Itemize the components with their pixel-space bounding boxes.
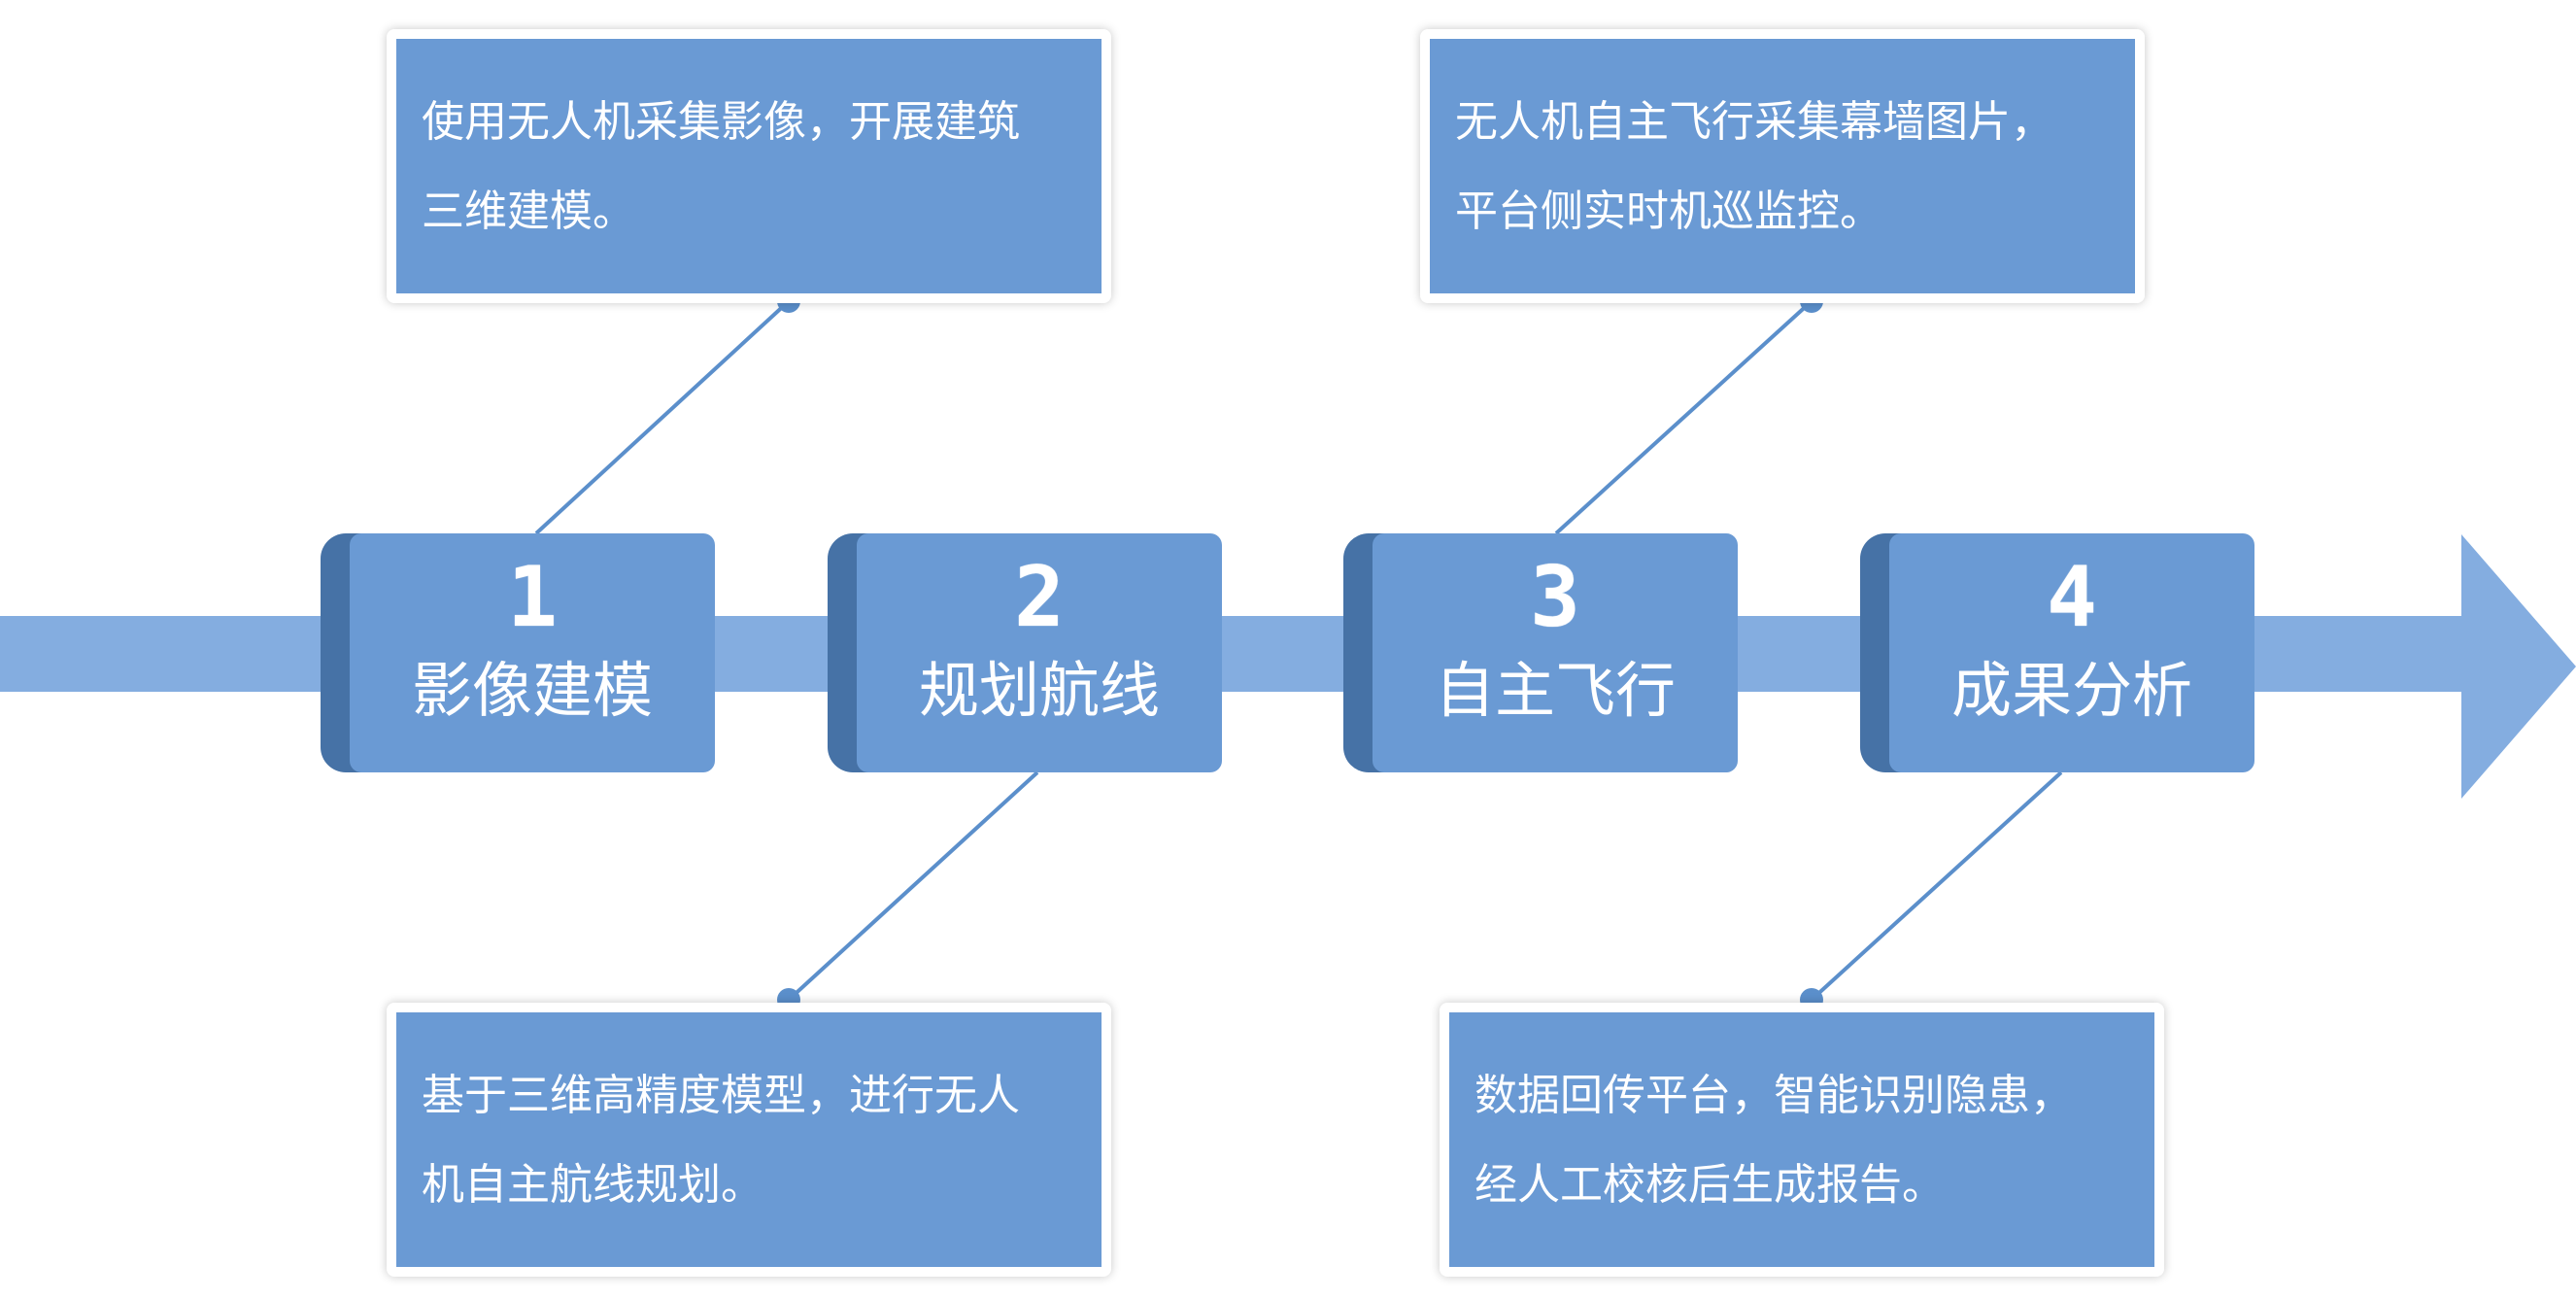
- stage-box-2: 2 规划航线: [828, 533, 1222, 772]
- stage-number: 3: [1530, 549, 1580, 646]
- card-text-line: 三维建模。: [422, 187, 635, 236]
- timeline-arrow-head: [2461, 534, 2576, 799]
- card-background: [1449, 1012, 2154, 1267]
- stage-number: 2: [1014, 549, 1065, 646]
- card-text-line: 机自主航线规划。: [422, 1160, 763, 1210]
- stage-number: 1: [507, 549, 558, 646]
- description-card-3: 无人机自主飞行采集幕墙图片， 平台侧实时机巡监控。: [1420, 29, 2145, 303]
- stage-number: 4: [2047, 549, 2097, 646]
- card-text-line: 无人机自主飞行采集幕墙图片，: [1455, 97, 2053, 147]
- connector-line-4: [1810, 770, 2063, 1002]
- stage-title: 自主飞行: [1434, 655, 1676, 726]
- stage-body: [857, 533, 1222, 772]
- card-text-line: 平台侧实时机巡监控。: [1455, 187, 1882, 236]
- card-background: [1430, 39, 2135, 293]
- card-text-line: 数据回传平台，智能识别隐患，: [1474, 1071, 2073, 1120]
- stage-title: 影像建模: [411, 655, 653, 726]
- stage-body: [1889, 533, 2254, 772]
- card-background: [396, 1012, 1102, 1267]
- description-card-1: 使用无人机采集影像，开展建筑 三维建模。: [387, 29, 1111, 303]
- connector-line-3: [1554, 299, 1813, 535]
- card-text: 基于三维高精度模型，进行无人 机自主航线规划。: [422, 1051, 1088, 1230]
- stage-box-1: 1 影像建模: [321, 533, 715, 772]
- card-text-line: 经人工校核后生成报告。: [1474, 1160, 1945, 1210]
- stage-box-3: 3 自主飞行: [1343, 533, 1738, 772]
- connector-line-1: [534, 299, 791, 535]
- card-text-line: 使用无人机采集影像，开展建筑: [422, 97, 1020, 147]
- connector-line-2: [787, 770, 1039, 1002]
- description-card-4: 数据回传平台，智能识别隐患， 经人工校核后生成报告。: [1440, 1003, 2164, 1277]
- card-text: 使用无人机采集影像，开展建筑 三维建模。: [422, 78, 1088, 256]
- stage-box-4: 4 成果分析: [1860, 533, 2254, 772]
- description-card-2: 基于三维高精度模型，进行无人 机自主航线规划。: [387, 1003, 1111, 1277]
- stage-body: [1373, 533, 1738, 772]
- card-text-line: 基于三维高精度模型，进行无人: [422, 1071, 1020, 1120]
- card-text: 无人机自主飞行采集幕墙图片， 平台侧实时机巡监控。: [1455, 78, 2121, 256]
- stage-title: 规划航线: [918, 655, 1160, 726]
- card-background: [396, 39, 1102, 293]
- stage-body: [350, 533, 715, 772]
- stage-title: 成果分析: [1950, 655, 2192, 726]
- card-text: 数据回传平台，智能识别隐患， 经人工校核后生成报告。: [1474, 1051, 2141, 1230]
